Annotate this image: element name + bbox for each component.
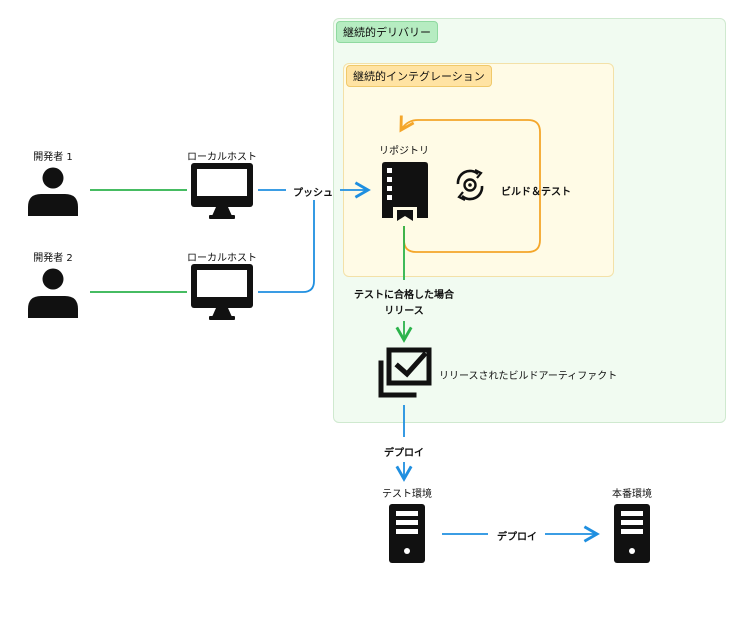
developer-2-label: 開発者 2 [33, 253, 73, 264]
deploy-edge-label-1: デプロイ [384, 448, 424, 459]
artifact-check-icon [378, 347, 432, 398]
person-icon [28, 268, 78, 318]
server-icon [389, 504, 425, 563]
condition-label-line1: テストに合格した場合 [354, 290, 454, 301]
localhost-2-label: ローカルホスト [187, 253, 257, 264]
localhost2-to-push-edge [258, 200, 315, 293]
person-icon [28, 167, 78, 216]
push-edge-label: プッシュ [293, 188, 333, 199]
build-test-label: ビルド＆テスト [501, 187, 571, 198]
ci-loop-edge [399, 115, 541, 253]
developer-1-label: 開発者 1 [33, 152, 73, 163]
continuous-delivery-label: 継続的デリバリー [336, 21, 438, 43]
test-env-label: テスト環境 [382, 489, 432, 500]
localhost-1-label: ローカルホスト [187, 152, 257, 163]
monitor-icon [191, 264, 253, 320]
monitor-icon [191, 163, 253, 219]
repository-icon [382, 162, 428, 221]
deploy-edge-label-2: デプロイ [497, 532, 537, 543]
repository-label: リポジトリ [379, 146, 429, 157]
prod-env-label: 本番環境 [612, 489, 652, 500]
artifact-label: リリースされたビルドアーティファクト [439, 371, 618, 382]
condition-label-line2: リリース [384, 306, 424, 317]
sync-gear-icon [456, 169, 484, 201]
continuous-integration-label: 継続的インテグレーション [346, 65, 492, 87]
server-icon [614, 504, 650, 563]
